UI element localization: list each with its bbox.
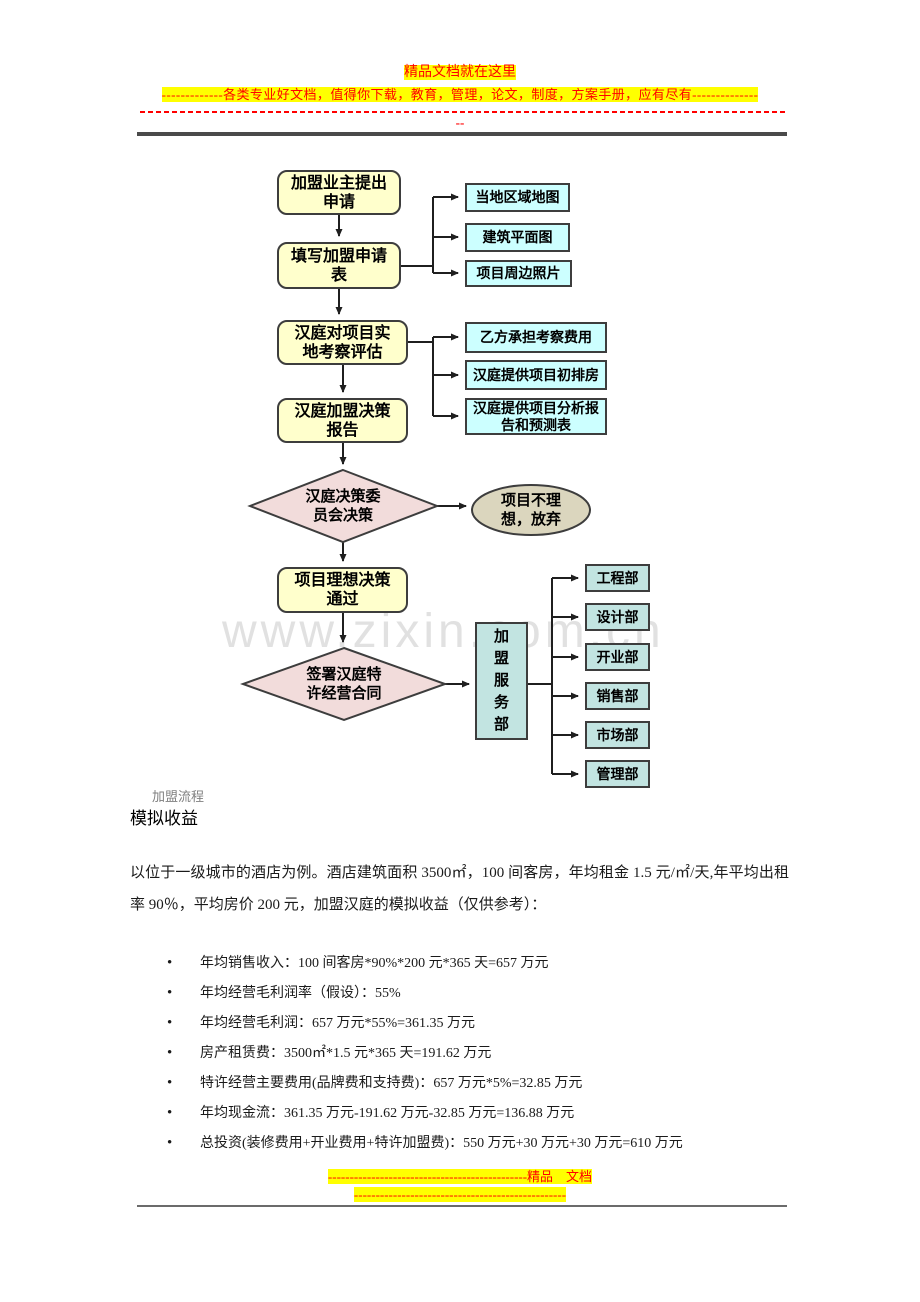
footer-line2: ----------------------------------------… [353,1187,567,1202]
bullet-text: 特许经营主要费用(品牌费和支持费)：657 万元*5%=32.85 万元 [200,1076,583,1091]
promo-banner-row: -------------各类专业好文档，值得你下载，教育，管理，论文，制度，方… [130,85,790,104]
section-heading-revenue: 模拟收益 [130,809,198,828]
bottom-divider [137,1205,787,1207]
flow-attachment-floor-plan: 建筑平面图 [465,223,570,252]
flow-step-decision-report: 汉庭加盟决策 报告 [277,398,408,443]
bullet-text: 年均经营毛利润：657 万元*55%=361.35 万元 [200,1016,476,1031]
decision-diamond-contract [240,646,448,722]
dashed-divider [140,111,787,113]
promo-title-row: 精品文档就在这里 [130,64,790,82]
promo-title: 精品文档就在这里 [404,65,516,80]
flow-terminator-abandon-label: 项目不理 想，放弃 [500,492,561,528]
list-item: 房产租赁费：3500㎡*1.5 元*365 天=191.62 万元 [167,1044,767,1063]
top-divider [137,132,787,136]
flowchart-caption: 加盟流程 [152,789,205,804]
flow-dept-design: 设计部 [585,603,650,631]
flow-attachment-initial-layout: 汉庭提供项目初排房 [465,360,607,390]
flow-attachment-region-map: 当地区域地图 [465,183,570,212]
revenue-intro-paragraph: 以位于一级城市的酒店为例。酒店建筑面积 3500㎡，100 间客房，年均租金 1… [130,865,789,913]
flow-step-project-approved: 项目理想决策 通过 [277,567,408,613]
bullet-text: 房产租赁费：3500㎡*1.5 元*365 天=191.62 万元 [200,1046,492,1061]
flow-attachment-survey-cost: 乙方承担考察费用 [465,322,607,353]
footer-line2-row: ----------------------------------------… [130,1187,790,1203]
list-item: 特许经营主要费用(品牌费和支持费)：657 万元*5%=32.85 万元 [167,1074,767,1093]
list-item: 年均经营毛利润：657 万元*55%=361.35 万元 [167,1014,767,1033]
terminator-ellipse [471,484,591,536]
flow-decision-sign-contract-label: 签署汉庭特 许经营合同 [306,666,382,702]
flowchart-connectors [240,193,591,778]
flow-dept-management: 管理部 [585,760,650,788]
flow-attachment-analysis-report: 汉庭提供项目分析报 告和预测表 [465,398,607,435]
flow-decision-committee-label: 汉庭决策委 员会决策 [305,488,381,524]
bullet-text: 年均销售收入：100 间客房*90%*200 元*365 天=657 万元 [200,956,549,971]
decision-diamond-committee [247,468,440,544]
small-dashes: -- [455,115,465,130]
flow-dept-engineering: 工程部 [585,564,650,592]
flow-dept-opening: 开业部 [585,643,650,671]
revenue-bullet-list: 年均销售收入：100 间客房*90%*200 元*365 天=657 万元 年均… [167,954,767,1164]
promo-banner: -------------各类专业好文档，值得你下载，教育，管理，论文，制度，方… [161,87,759,102]
flow-service-center: 加 盟 服 务 部 [475,622,528,740]
list-item: 总投资(装修费用+开业费用+特许加盟费)：550 万元+30 万元+30 万元=… [167,1134,767,1153]
bullet-text: 总投资(装修费用+开业费用+特许加盟费)：550 万元+30 万元+30 万元=… [200,1136,683,1151]
flow-dept-sales: 销售部 [585,682,650,710]
list-item: 年均现金流：361.35 万元-191.62 万元-32.85 万元=136.8… [167,1104,767,1123]
list-item: 年均经营毛利润率（假设）：55% [167,984,767,1003]
bullet-text: 年均经营毛利润率（假设）：55% [200,986,401,1001]
footer-line1-row: ----------------------------------------… [130,1168,790,1185]
flow-dept-marketing: 市场部 [585,721,650,749]
footer-line1: ----------------------------------------… [327,1169,593,1184]
flow-attachment-site-photos: 项目周边照片 [465,260,572,287]
flow-step-fill-form: 填写加盟申请 表 [277,242,401,289]
list-item: 年均销售收入：100 间客房*90%*200 元*365 天=657 万元 [167,954,767,973]
flow-step-site-survey: 汉庭对项目实 地考察评估 [277,320,408,365]
bullet-text: 年均现金流：361.35 万元-191.62 万元-32.85 万元=136.8… [200,1106,575,1121]
flow-step-owner-apply: 加盟业主提出 申请 [277,170,401,215]
